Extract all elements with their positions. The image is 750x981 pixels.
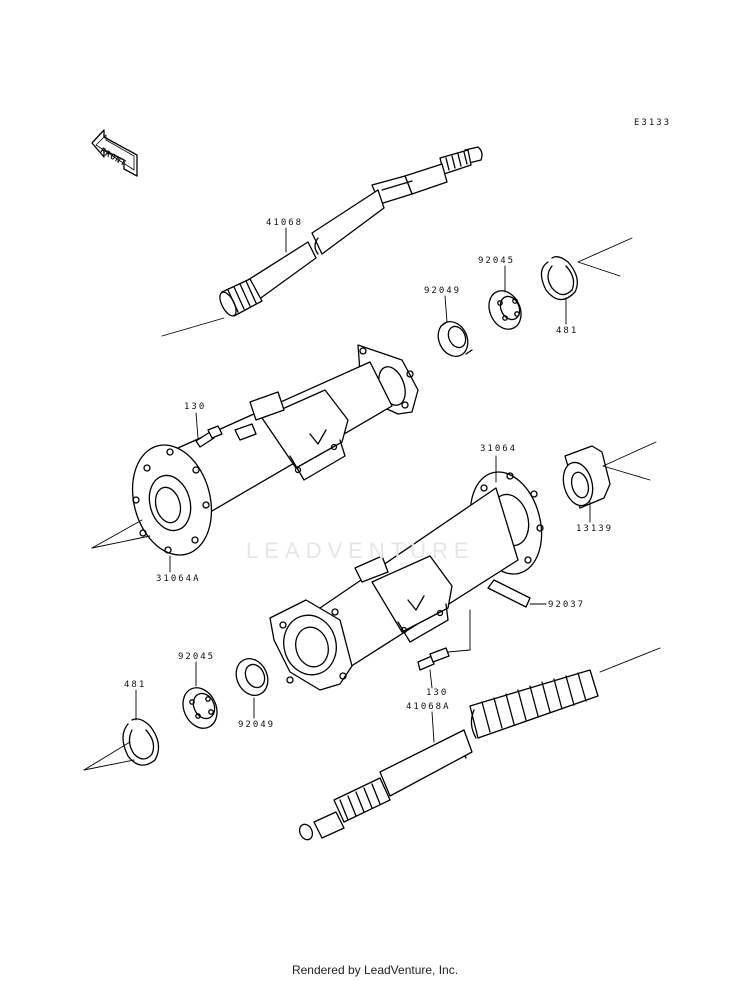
- label-41068: 41068: [266, 218, 304, 228]
- label-92037: 92037: [548, 600, 586, 610]
- circlip-481-bottom: [84, 719, 159, 770]
- label-130-bottom: 130: [426, 688, 449, 698]
- leader-lines: [136, 228, 590, 742]
- bolt-130-top: [196, 426, 222, 447]
- label-92049-bottom: 92049: [238, 720, 276, 730]
- label-481-bottom: 481: [124, 680, 147, 690]
- ball-bearing-92045-top: [483, 286, 527, 335]
- label-31064: 31064: [480, 444, 518, 454]
- circlip-481-top: [541, 238, 632, 300]
- label-13139: 13139: [576, 524, 614, 534]
- front-arrow-icon: [92, 130, 137, 176]
- footer-credit: Rendered by LeadVenture, Inc.: [291, 963, 459, 977]
- axle-housing-31064: [270, 464, 552, 690]
- label-92049-top: 92049: [424, 286, 462, 296]
- bolt-130-bottom: [418, 648, 449, 670]
- label-92045-bottom: 92045: [178, 652, 216, 662]
- axle-housing-31064A: [92, 345, 418, 564]
- label-92045-top: 92045: [478, 256, 516, 266]
- ball-bearing-92045-bottom: [177, 682, 224, 734]
- watermark: LEADVENTURE: [246, 538, 475, 563]
- sleeve-13139: [559, 442, 656, 509]
- label-481-top: 481: [556, 326, 579, 336]
- axle-shaft-41068A: [297, 648, 660, 842]
- axle-shaft-41068: [162, 147, 482, 336]
- diagram-code: E3133: [634, 118, 672, 128]
- oil-seal-92049-top: [433, 317, 474, 361]
- oil-seal-92049-bottom: [230, 653, 273, 700]
- label-31064A: 31064A: [156, 574, 201, 584]
- label-41068A: 41068A: [406, 702, 451, 712]
- label-130-top: 130: [184, 402, 207, 412]
- plate-92037: [488, 580, 530, 607]
